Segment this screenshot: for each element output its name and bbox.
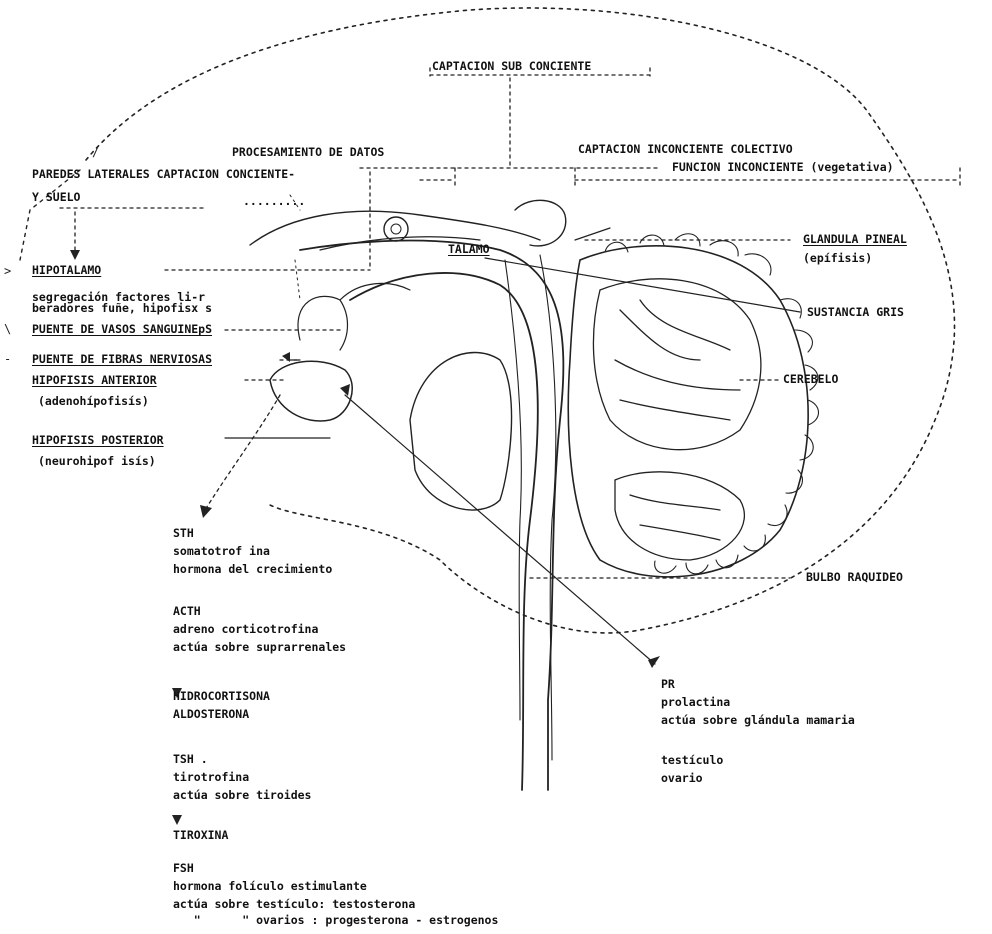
pr-desc: actúa sobre glándula mamaria — [661, 714, 855, 727]
testiculo-label: testículo — [661, 754, 723, 767]
ovario-label: ovario — [661, 772, 703, 785]
bulbo-raquideo-label: BULBO RAQUIDEO — [806, 571, 903, 584]
acth-name: adreno corticotrofina — [173, 623, 318, 636]
puente-fibras-label: PUENTE DE FIBRAS NERVIOSAS — [32, 353, 212, 366]
pituitary — [270, 361, 352, 421]
segregacion-line-2: beradores fuñe, hipofisx s — [32, 302, 212, 315]
neurohipofisis-label: (neurohipof isís) — [38, 455, 156, 468]
aldosterona-label: ALDOSTERONA — [173, 708, 249, 721]
glandula-pineal-label: GLANDULA PINEAL — [803, 233, 907, 246]
fsh-name: hormona folículo estimulante — [173, 880, 367, 893]
sth-title: STH — [173, 527, 194, 540]
puente-vasos-label: PUENTE DE VASOS SANGUINEpS — [32, 323, 212, 336]
fsh-desc-1: actúa sobre testículo: testosterona — [173, 898, 415, 911]
tiroxina-label: TIROXINA — [173, 829, 228, 842]
backslash-mark: \ — [4, 322, 11, 336]
paredes-label: PAREDES LATERALES CAPTACION CONCIENTE- — [32, 168, 295, 181]
dash-mark: - — [4, 352, 11, 366]
hipotalamo-label: HIPOTALAMO — [32, 264, 101, 277]
dots-mark: ......... — [243, 195, 305, 208]
sth-desc: hormona del crecimiento — [173, 563, 332, 576]
epifisis-label: (epífisis) — [803, 252, 872, 265]
tsh-title: TSH . — [173, 753, 208, 766]
fsh-desc-2: " " ovarios : progesterona - estrogenos — [173, 914, 498, 927]
pr-title: PR — [661, 678, 675, 691]
tsh-name: tirotrofina — [173, 771, 249, 784]
sth-name: somatotrof ina — [173, 545, 270, 558]
talamo-label: TALAMO — [448, 243, 490, 256]
acth-title: ACTH — [173, 605, 201, 618]
brain-outline — [86, 8, 955, 633]
slash-mark: / — [92, 145, 99, 159]
cerebelo-label: CEREBELO — [783, 373, 838, 386]
acth-desc: actúa sobre suprarrenales — [173, 641, 346, 654]
hipofisis-posterior-label: HIPOFISIS POSTERIOR — [32, 434, 164, 447]
adenohipofisis-label: (adenohípofisís) — [38, 395, 149, 408]
tsh-desc: actúa sobre tiroides — [173, 789, 311, 802]
cerebellum — [568, 246, 808, 577]
funcion-inconciente-label: FUNCION INCONCIENTE (vegetativa) — [672, 161, 894, 174]
pr-name: prolactina — [661, 696, 730, 709]
hipofisis-anterior-label: HIPOFISIS ANTERIOR — [32, 374, 157, 387]
fsh-title: FSH — [173, 862, 194, 875]
sustancia-gris-label: SUSTANCIA GRIS — [807, 306, 904, 319]
procesamiento-label: PROCESAMIENTO DE DATOS — [232, 146, 384, 159]
captacion-sub-conciente-label: CAPTACION SUB CONCIENTE — [432, 60, 591, 73]
hidrocortisona-label: HIDROCORTISONA — [173, 690, 270, 703]
captacion-inconciente-label: CAPTACION INCONCIENTE COLECTIVO — [578, 143, 793, 156]
y-suelo-label: Y SUELO — [32, 191, 80, 204]
gt-mark: > — [4, 264, 11, 278]
